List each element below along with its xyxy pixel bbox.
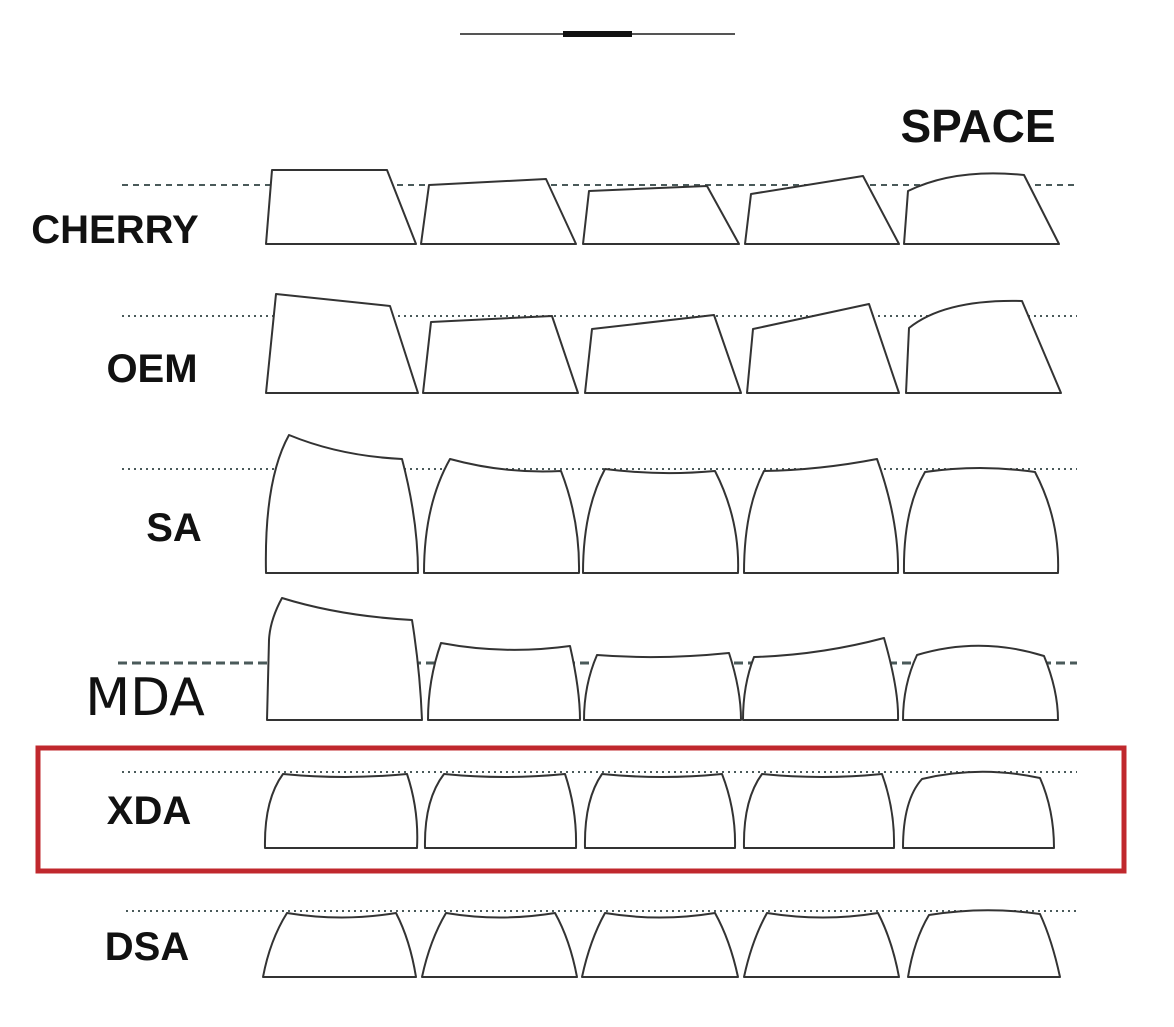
keycap-space <box>902 467 1060 574</box>
profile-label-dsa: DSA <box>105 925 189 969</box>
profile-row-mda: MDA <box>85 597 1077 728</box>
keycap-space <box>905 299 1062 394</box>
profile-label-mda: MDA <box>85 668 205 728</box>
keycap-row3 <box>583 773 737 849</box>
keycap-space <box>907 909 1061 978</box>
keycap-row3 <box>581 912 739 978</box>
keycap-row2 <box>422 315 579 394</box>
keycap-row4 <box>743 458 900 574</box>
profile-label-cherry: CHERRY <box>31 208 199 252</box>
profile-row-xda: XDA <box>107 770 1077 849</box>
profile-row-oem: OEM <box>106 293 1077 394</box>
keycap-space <box>903 172 1060 245</box>
space-label: SPACE <box>900 100 1055 152</box>
profile-label-sa: SA <box>146 506 202 550</box>
profile-label-xda: XDA <box>107 789 191 833</box>
keycap-row3 <box>582 185 740 245</box>
keycap-row2 <box>427 642 581 721</box>
keycap-row2 <box>423 458 581 574</box>
xda-highlight-box <box>35 745 1127 874</box>
keycap-row4 <box>746 303 900 394</box>
keycap-row1 <box>263 773 419 849</box>
keycap-row2 <box>420 178 577 245</box>
profile-row-sa: SA <box>122 434 1077 574</box>
keycap-row1 <box>265 293 419 394</box>
profile-label-oem: OEM <box>106 347 197 391</box>
keycap-row4 <box>742 773 896 849</box>
keycap-row4 <box>742 637 900 721</box>
profile-row-cherry: CHERRY <box>31 169 1075 252</box>
keycap-space <box>902 644 1059 721</box>
keycap-row1 <box>264 434 419 574</box>
keycap-row1 <box>262 912 417 978</box>
keycap-row3 <box>583 652 742 721</box>
keycap-row1 <box>265 169 417 245</box>
profile-row-dsa: DSA <box>105 909 1080 978</box>
keycap-row3 <box>584 314 742 394</box>
keycap-row3 <box>582 468 740 574</box>
keycap-row4 <box>744 175 900 245</box>
keycap-row2 <box>423 773 578 849</box>
keycap-space <box>902 770 1055 849</box>
keycap-row1 <box>266 597 423 721</box>
keycap-row2 <box>421 912 578 978</box>
keycap-row4 <box>743 912 900 978</box>
